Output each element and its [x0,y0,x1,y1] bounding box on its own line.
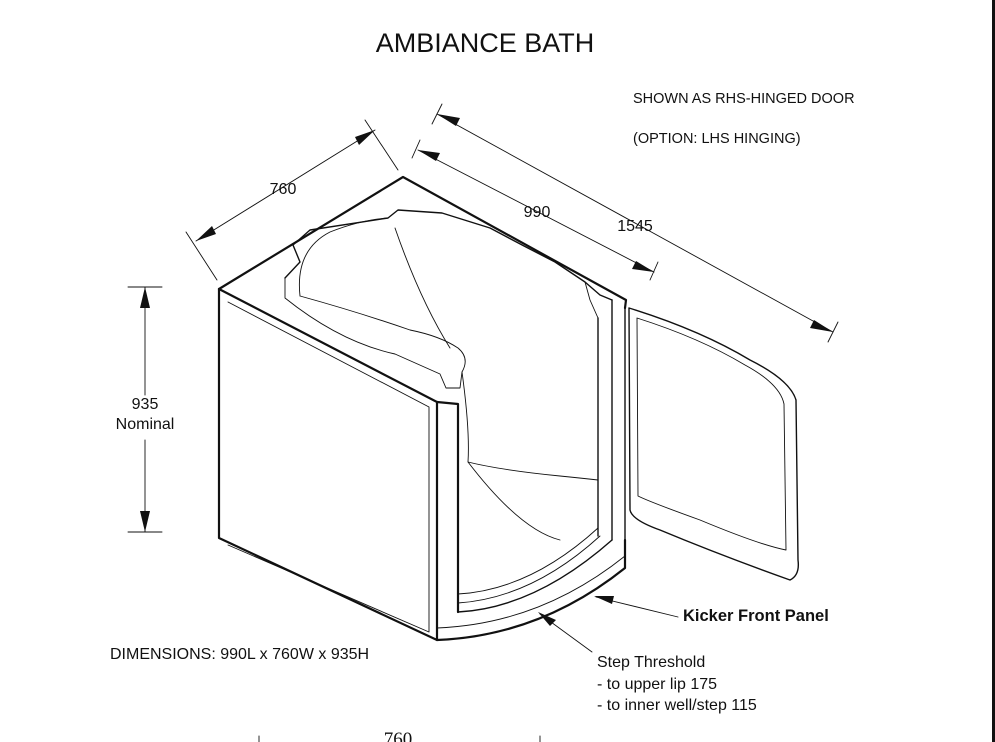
dim-length-overall: 1545 [431,103,839,343]
bath-door [628,307,800,581]
threshold-line-2: - to inner well/step 115 [597,697,757,714]
threshold-title: Step Threshold [597,654,705,671]
kicker-callout: Kicker Front Panel [594,596,829,625]
bottom-partial-view: 760 [258,729,541,742]
threshold-outer-curve [457,539,613,613]
dim-length-inner-label: 990 [524,204,551,221]
dim-height-value: 935 [132,396,159,413]
dim-height-qualifier: Nominal [116,416,175,433]
dim-height: 935 Nominal [116,286,175,533]
page-border [992,0,995,742]
hinge-note: SHOWN AS RHS-HINGED DOOR [633,91,855,107]
threshold-line-1: - to upper lip 175 [597,676,717,693]
left-panel-inset [227,301,430,633]
kicker-label: Kicker Front Panel [683,607,829,625]
left-front-panel [217,287,439,642]
dim-width-label: 760 [270,181,297,198]
bath-top-outline [217,175,628,310]
dim-length-inner: 990 [411,139,659,281]
threshold-inner-curve [457,535,601,604]
threshold-callout: Step Threshold - to upper lip 175 - to i… [538,612,757,714]
tub-rim-outline [284,209,613,301]
tub-inner-contour [394,227,451,349]
bath-base-front-curve [435,538,627,642]
drawing-title: AMBIANCE BATH [376,28,595,58]
tub-well-contour [461,371,599,481]
step-curve [457,527,599,595]
tub-floor-contour [467,461,561,541]
kicker-top-edge [436,555,626,629]
door-outer [628,307,800,581]
seat-moulding [284,277,466,389]
bath-body [217,175,628,642]
hinging-option-note: (OPTION: LHS HINGING) [633,131,801,147]
dim-length-overall-label: 1545 [617,218,653,235]
dim-width: 760 [185,119,399,281]
bottom-dim-label: 760 [384,729,413,742]
door-frame-left [435,400,460,614]
door-inner [636,317,787,551]
door-frame-right [611,299,626,541]
dimensions-summary: DIMENSIONS: 990L x 760W x 935H [110,646,369,663]
rim-corner [584,281,599,319]
tub-back-curve [298,217,389,297]
